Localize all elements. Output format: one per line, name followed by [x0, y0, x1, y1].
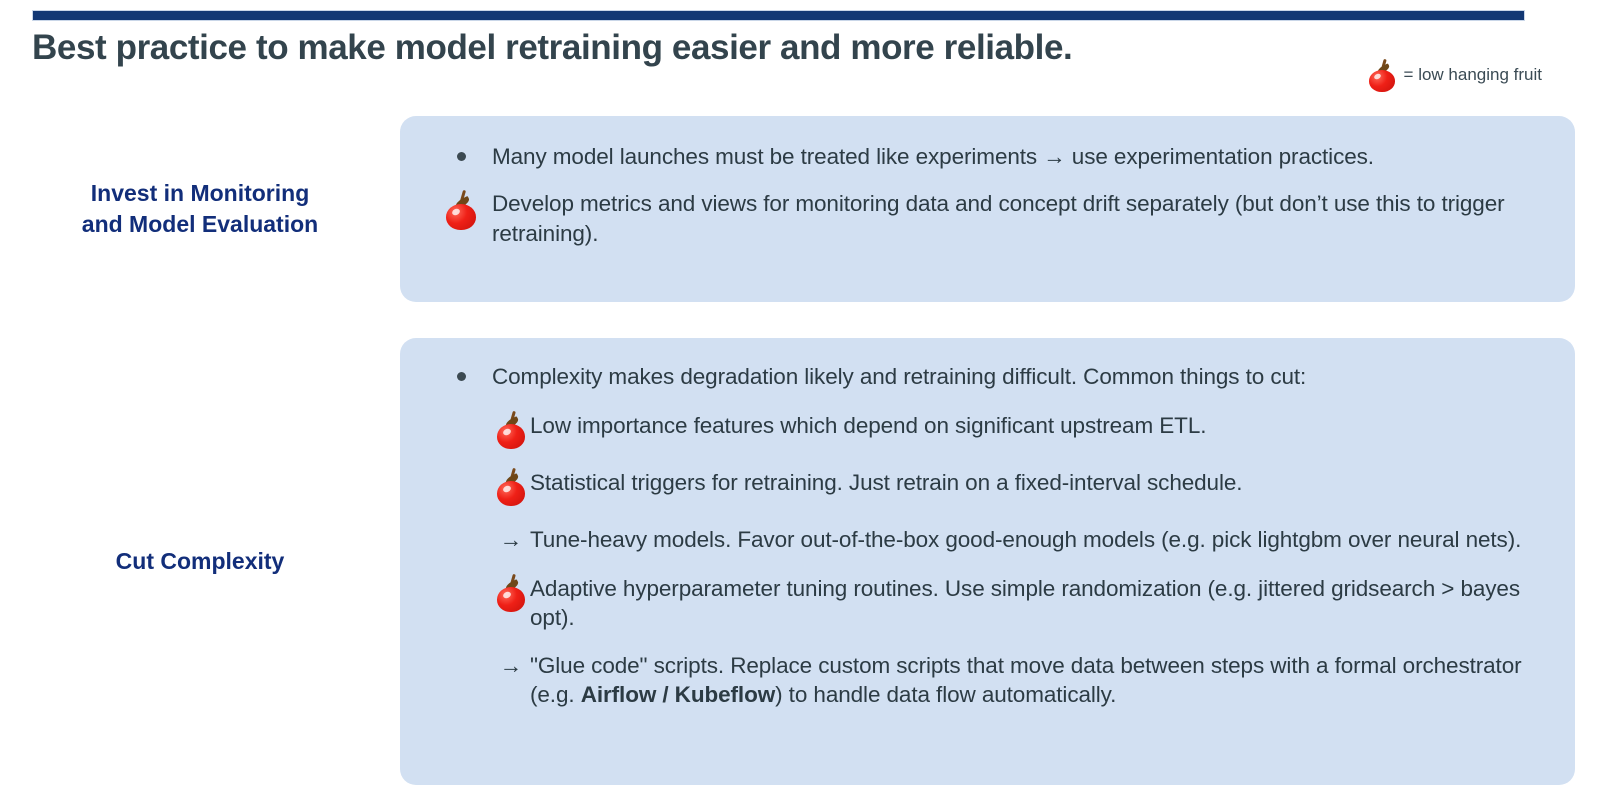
sub-text-bold: Airflow / Kubeflow [580, 682, 776, 708]
apple-icon [430, 189, 492, 231]
legend: = low hanging fruit [1368, 58, 1542, 92]
sub-list-item-text: "Glue code" scripts. Replace custom scri… [530, 651, 1549, 710]
apple-icon [492, 411, 530, 450]
content-card-complexity: Complexity makes degradation likely and … [400, 338, 1575, 785]
page-title: Best practice to make model retraining e… [32, 28, 1073, 67]
section-label-line-1: Invest in Monitoring [90, 179, 310, 206]
bullet-dot-icon [430, 362, 492, 381]
sub-list-item: Statistical triggers for retraining. Jus… [492, 468, 1549, 507]
sub-list-item-text: Statistical triggers for retraining. Jus… [530, 470, 1243, 496]
section-label-line-2: and Model Evaluation [81, 211, 319, 237]
top-accent-rule [32, 10, 1525, 21]
apple-icon [492, 468, 530, 507]
arrow-right-icon: → [499, 527, 523, 553]
sub-list-item-text: Tune-heavy models. Favor out-of-the-box … [530, 527, 1522, 553]
list-item: Complexity makes degradation likely and … [430, 362, 1549, 391]
bullet-dot-icon [430, 142, 492, 161]
sub-list-item-text: Adaptive hyperparameter tuning routines.… [530, 575, 1520, 630]
legend-label: = low hanging fruit [1403, 65, 1542, 84]
list-item-text: Complexity makes degradation likely and … [492, 364, 1307, 389]
section-invest-in-monitoring: Invest in Monitoring and Model Evaluatio… [0, 116, 1575, 302]
sub-list: Low importance features which depend on … [492, 411, 1549, 709]
sub-list-item-text: Low importance features which depend on … [530, 413, 1207, 439]
sub-list-item: → Tune-heavy models. Favor out-of-the-bo… [492, 525, 1549, 554]
sub-text-after: ) to handle data flow automatically. [775, 682, 1117, 708]
list-item-text: Many model launches must be treated like… [492, 144, 1374, 169]
list-item: Develop metrics and views for monitoring… [430, 189, 1535, 248]
list-item-text: Develop metrics and views for monitoring… [492, 191, 1505, 246]
arrow-right-icon: → [499, 653, 523, 678]
section-label-invest-in-monitoring: Invest in Monitoring and Model Evaluatio… [0, 178, 400, 240]
sub-list-item: → "Glue code" scripts. Replace custom sc… [492, 651, 1549, 710]
apple-icon [1368, 58, 1395, 92]
section-label-line-1: Cut Complexity [115, 547, 285, 574]
content-card-monitoring: Many model launches must be treated like… [400, 116, 1575, 302]
sub-list-item: Adaptive hyperparameter tuning routines.… [492, 573, 1549, 633]
section-label-cut-complexity: Cut Complexity [0, 546, 400, 577]
list-item: Many model launches must be treated like… [430, 142, 1535, 171]
section-cut-complexity: Cut Complexity Complexity makes degradat… [0, 338, 1575, 785]
sub-text-before: "Glue code" scripts. Replace custom scri… [530, 653, 1522, 708]
apple-icon [492, 573, 530, 612]
sub-list-item: Low importance features which depend on … [492, 411, 1549, 450]
